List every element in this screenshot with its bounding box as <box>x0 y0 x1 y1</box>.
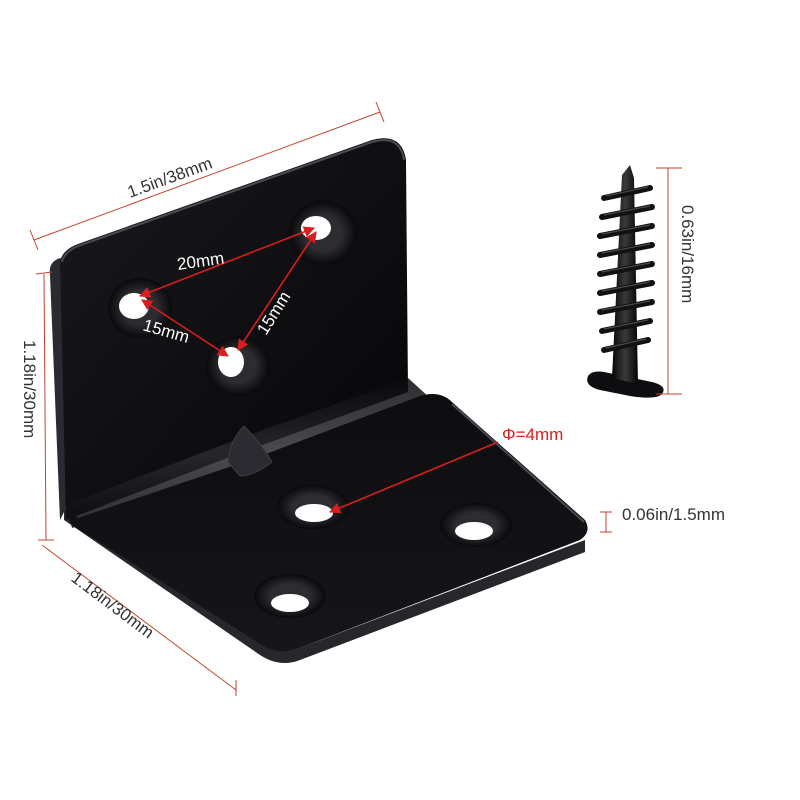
hole-vertical-bottom <box>206 336 270 396</box>
screw-icon <box>587 165 664 398</box>
l-bracket-icon <box>49 138 588 664</box>
hole-horizontal-right <box>440 503 512 547</box>
hole-horizontal-top <box>277 485 349 529</box>
label-bottom-depth: 1.18in/30mm <box>68 568 158 642</box>
bracket-rib <box>227 425 273 477</box>
dim-left-height-line <box>43 273 47 541</box>
hole-horizontal-left <box>254 574 326 618</box>
dim-bottom-depth-line <box>41 544 237 691</box>
dimension-lines <box>29 101 682 696</box>
arrow-spacing-right <box>237 231 317 351</box>
bracket-horizontal-rim <box>451 403 585 523</box>
dim-top-width-line <box>33 111 381 241</box>
label-thickness: 0.06in/1.5mm <box>622 505 725 524</box>
label-screw-length: 0.63in/16mm <box>678 205 697 303</box>
screw-threads <box>597 185 655 353</box>
label-hole-diameter: Φ=4mm <box>502 425 563 444</box>
arrow-hole-diameter <box>328 441 499 514</box>
label-left-height: 1.18in/30mm <box>20 340 39 438</box>
callout-arrows <box>138 226 499 514</box>
screw-head <box>587 371 664 398</box>
bracket-vertical-rim <box>61 139 405 263</box>
arrow-spacing-left <box>141 299 229 357</box>
